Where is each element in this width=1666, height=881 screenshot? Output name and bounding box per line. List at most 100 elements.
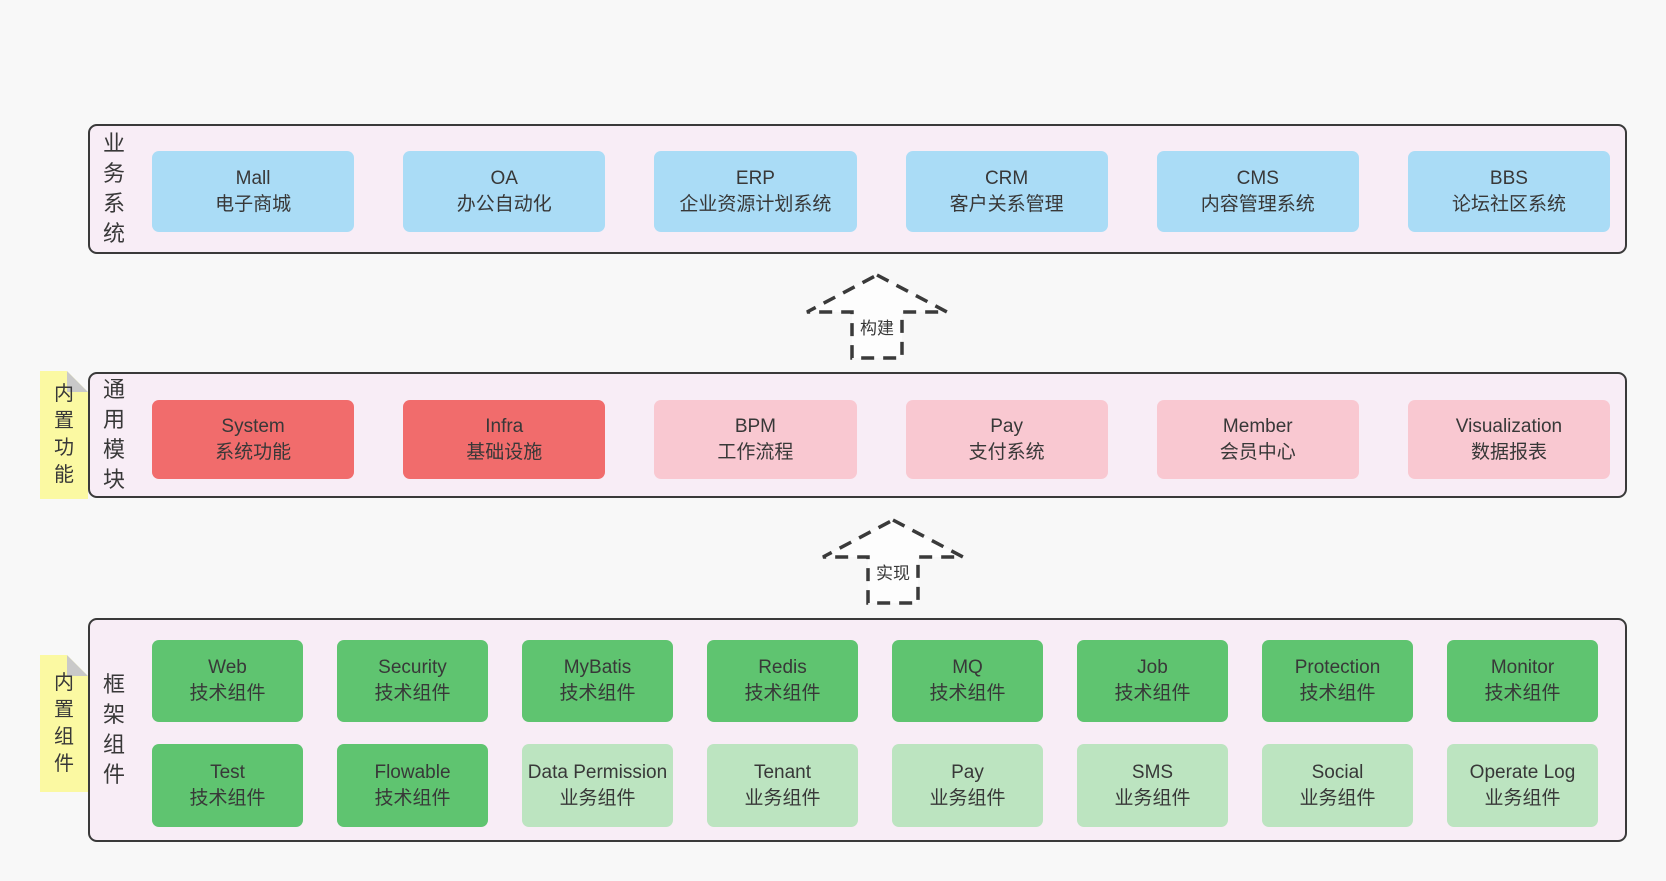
box-social: Social 业务组件 <box>1262 744 1413 827</box>
box-subtitle: 技术组件 <box>929 683 1006 704</box>
box-subtitle: 技术组件 <box>1114 683 1191 704</box>
box-data-permission: Data Permission 业务组件 <box>522 744 673 827</box>
box-title: Social <box>1311 761 1364 783</box>
box-member: Member 会员中心 <box>1156 400 1359 479</box>
box-title: Web <box>208 657 247 678</box>
box-web: Web 技术组件 <box>152 640 303 722</box>
box-subtitle: 企业资源计划系统 <box>679 193 832 215</box>
arrow-label-build: 构建 <box>857 314 897 339</box>
box-title: System <box>221 415 285 437</box>
box-visualization: Visualization 数据报表 <box>1407 400 1611 479</box>
band-common-modules: 通用模块 System 系统功能 Infra 基础设施 BPM 工作流程 Pay 支付系统 Me… <box>88 372 1627 498</box>
box-title: Test <box>210 761 245 783</box>
box-subtitle: 技术组件 <box>559 683 636 704</box>
band-business-systems: 业务系统 Mall 电子商城 OA 办公自动化 ERP 企业资源计划系统 CRM 客户关系管理… <box>88 124 1627 254</box>
box-subtitle: 技术组件 <box>374 683 451 704</box>
box-subtitle: 技术组件 <box>1299 683 1376 704</box>
box-subtitle: 业务组件 <box>1299 787 1376 809</box>
box-title: BBS <box>1489 167 1528 189</box>
box-title: Flowable <box>374 761 451 783</box>
box-title: Member <box>1222 415 1293 437</box>
box-subtitle: 电子商城 <box>215 193 292 215</box>
box-title: Mall <box>235 167 271 189</box>
box-title: OA <box>490 167 518 189</box>
box-title: MQ <box>952 657 983 678</box>
box-subtitle: 业务组件 <box>929 787 1006 809</box>
box-subtitle: 业务组件 <box>744 787 821 809</box>
box-title: Monitor <box>1490 657 1555 678</box>
box-title: Infra <box>485 415 524 437</box>
box-subtitle: 技术组件 <box>374 787 451 809</box>
box-operate-log: Operate Log 业务组件 <box>1447 744 1598 827</box>
box-title: BPM <box>734 415 777 437</box>
box-security: Security 技术组件 <box>337 640 488 722</box>
box-subtitle: 论坛社区系统 <box>1451 193 1566 215</box>
sticky-note-builtin-features: 内置功能 <box>40 371 88 499</box>
box-pay: Pay 业务组件 <box>892 744 1043 827</box>
box-subtitle: 办公自动化 <box>456 193 552 215</box>
box-title: SMS <box>1131 761 1174 783</box>
box-title: CMS <box>1236 167 1279 189</box>
arrow-up-build: 构建 <box>801 272 953 362</box>
box-subtitle: 技术组件 <box>189 787 266 809</box>
box-title: MyBatis <box>563 657 632 678</box>
box-bpm: BPM 工作流程 <box>654 400 857 479</box>
box-sms: SMS 业务组件 <box>1077 744 1228 827</box>
box-cms: CMS 内容管理系统 <box>1156 151 1359 232</box>
box-subtitle: 业务组件 <box>559 787 636 809</box>
box-title: Data Permission <box>527 761 668 783</box>
box-monitor: Monitor 技术组件 <box>1447 640 1598 722</box>
box-subtitle: 工作流程 <box>717 441 794 463</box>
box-title: Job <box>1137 657 1168 678</box>
box-mq: MQ 技术组件 <box>892 640 1043 722</box>
box-subtitle: 技术组件 <box>1484 683 1561 704</box>
box-pay: Pay 支付系统 <box>905 400 1108 479</box>
box-system: System 系统功能 <box>152 400 355 479</box>
box-erp: ERP 企业资源计划系统 <box>654 151 857 232</box>
box-row: Mall 电子商城 OA 办公自动化 ERP 企业资源计划系统 CRM 客户关系管理 CMS 内容… <box>152 151 1611 232</box>
box-subtitle: 技术组件 <box>189 683 266 704</box>
box-protection: Protection 技术组件 <box>1262 640 1413 722</box>
box-subtitle: 基础设施 <box>466 441 543 463</box>
box-infra: Infra 基础设施 <box>403 400 606 479</box>
box-title: Protection <box>1294 657 1381 678</box>
box-title: Pay <box>990 415 1023 437</box>
box-subtitle: 技术组件 <box>744 683 821 704</box>
box-tenant: Tenant 业务组件 <box>707 744 858 827</box>
box-subtitle: 会员中心 <box>1219 441 1296 463</box>
box-mall: Mall 电子商城 <box>152 151 355 232</box>
box-redis: Redis 技术组件 <box>707 640 858 722</box>
box-job: Job 技术组件 <box>1077 640 1228 722</box>
box-subtitle: 业务组件 <box>1114 787 1191 809</box>
band-label-business-systems: 业务系统 <box>102 131 125 246</box>
box-subtitle: 系统功能 <box>215 441 292 463</box>
box-test: Test 技术组件 <box>152 744 303 827</box>
box-row: System 系统功能 Infra 基础设施 BPM 工作流程 Pay 支付系统 Member 会… <box>152 400 1611 479</box>
box-subtitle: 数据报表 <box>1470 441 1547 463</box>
band-label-framework-components: 框架组件 <box>102 672 125 787</box>
box-subtitle: 业务组件 <box>1484 787 1561 809</box>
sticky-label-builtin-components: 内置组件 <box>54 671 74 775</box>
sticky-note-builtin-components: 内置组件 <box>40 655 88 792</box>
box-subtitle: 支付系统 <box>968 441 1045 463</box>
box-crm: CRM 客户关系管理 <box>905 151 1108 232</box>
box-title: Operate Log <box>1469 761 1576 783</box>
box-flowable: Flowable 技术组件 <box>337 744 488 827</box>
box-title: ERP <box>735 167 775 189</box>
box-oa: OA 办公自动化 <box>403 151 606 232</box>
sticky-label-builtin-features: 内置功能 <box>54 383 74 486</box>
box-title: Security <box>378 657 447 678</box>
box-bbs: BBS 论坛社区系统 <box>1407 151 1611 232</box>
box-title: Visualization <box>1455 415 1563 437</box>
band-label-common-modules: 通用模块 <box>102 377 125 492</box>
box-subtitle: 内容管理系统 <box>1200 193 1315 215</box>
box-title: CRM <box>984 167 1029 189</box>
box-subtitle: 客户关系管理 <box>949 193 1064 215</box>
box-title: Tenant <box>753 761 812 783</box>
box-title: Redis <box>758 657 807 678</box>
box-title: Pay <box>951 761 984 783</box>
